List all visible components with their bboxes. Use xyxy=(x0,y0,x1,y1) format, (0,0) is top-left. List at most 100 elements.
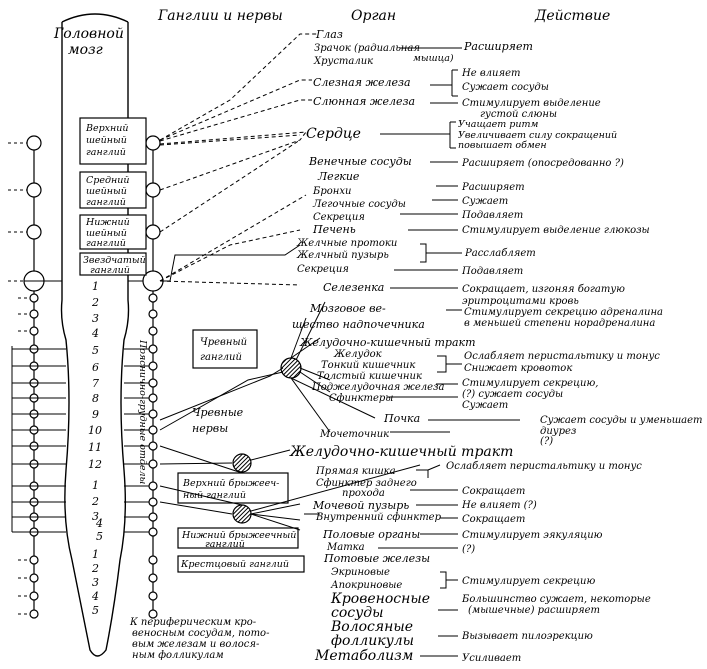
svg-text:ным фолликулам: ным фолликулам xyxy=(132,650,224,661)
celiac-ganglion-node xyxy=(280,357,302,379)
svg-text:12: 12 xyxy=(88,458,102,471)
lower-cervical-2: шейный xyxy=(86,228,127,239)
svg-text:(?): (?) xyxy=(540,436,553,447)
svg-text:Увеличивает силу сокращений: Увеличивает силу сокращений xyxy=(458,130,617,141)
svg-text:1: 1 xyxy=(92,479,99,492)
svg-text:Стимулирует эякуляцию: Стимулирует эякуляцию xyxy=(462,530,603,541)
svg-text:2: 2 xyxy=(91,562,99,575)
middle-cervical-3: ганглий xyxy=(86,197,126,208)
svg-text:Сокращает: Сокращает xyxy=(462,514,525,525)
svg-text:Стимулирует выделение глюкозы: Стимулирует выделение глюкозы xyxy=(462,225,650,236)
svg-text:Желудочно-кишечный тракт: Желудочно-кишечный тракт xyxy=(289,444,513,460)
svg-text:8: 8 xyxy=(92,392,99,405)
stellate-2: ганглий xyxy=(90,265,130,276)
svg-text:Венечные сосуды: Венечные сосуды xyxy=(308,155,412,168)
svg-text:Снижает кровоток: Снижает кровоток xyxy=(464,363,572,374)
svg-text:Сужает сосуды и уменьшает: Сужает сосуды и уменьшает xyxy=(540,415,703,426)
header-brain-2: мозг xyxy=(68,42,103,58)
svg-text:фолликулы: фолликулы xyxy=(331,633,414,649)
svg-text:11: 11 xyxy=(88,441,102,454)
svg-text:Ослабляет перистальтику и тону: Ослабляет перистальтику и тонус xyxy=(464,351,660,362)
svg-text:Печень: Печень xyxy=(312,223,356,236)
svg-text:Большинство сужает, некоторые: Большинство сужает, некоторые xyxy=(461,594,651,605)
svg-text:Мочеточник: Мочеточник xyxy=(319,429,389,440)
svg-text:4: 4 xyxy=(91,590,99,603)
svg-text:Не влияет (?): Не влияет (?) xyxy=(461,500,537,511)
lower-mesenteric-node xyxy=(232,504,252,524)
svg-text:мышца): мышца) xyxy=(413,53,454,64)
svg-text:Кровеносные: Кровеносные xyxy=(330,591,430,607)
svg-text:Сфинктер заднего: Сфинктер заднего xyxy=(316,478,417,489)
svg-text:(?) сужает сосуды: (?) сужает сосуды xyxy=(462,389,563,400)
svg-text:Расширяет: Расширяет xyxy=(463,40,533,53)
header-action: Действие xyxy=(534,8,610,24)
upper-mesenteric-1: Верхний брыжееч- xyxy=(182,478,279,489)
upper-mesenteric-node xyxy=(232,453,252,473)
svg-text:эритроцитами кровь: эритроцитами кровь xyxy=(462,296,579,307)
upper-cervical-1: Верхний xyxy=(85,123,129,134)
cervical-ganglion-boxes xyxy=(79,117,147,276)
svg-text:Легочные сосуды: Легочные сосуды xyxy=(312,199,406,210)
svg-text:Толстый кишечник: Толстый кишечник xyxy=(317,371,422,382)
svg-text:Расслабляет: Расслабляет xyxy=(464,248,536,259)
svg-text:Сокращает: Сокращает xyxy=(462,486,525,497)
svg-text:2: 2 xyxy=(91,495,99,508)
svg-text:Легкие: Легкие xyxy=(317,170,360,183)
lower-mesenteric-1: Нижний брыжеечный xyxy=(181,530,296,541)
celiac-nerves-2: нервы xyxy=(192,422,228,435)
left-branches xyxy=(8,142,30,615)
svg-text:повышает обмен: повышает обмен xyxy=(458,140,547,151)
svg-text:сосуды: сосуды xyxy=(331,605,384,621)
middle-cervical-1: Средний xyxy=(86,175,130,186)
action-connectors xyxy=(378,47,520,657)
svg-text:Сужает: Сужает xyxy=(462,400,508,411)
svg-text:Метаболизм: Метаболизм xyxy=(314,648,413,664)
svg-text:6: 6 xyxy=(92,361,99,374)
stellate-1: Звездчатый xyxy=(83,255,146,266)
svg-text:Учащает ритм: Учащает ритм xyxy=(458,119,538,130)
svg-text:Волосяные: Волосяные xyxy=(330,619,413,635)
svg-text:4: 4 xyxy=(95,517,103,530)
lower-cervical-1: Нижний xyxy=(85,217,130,228)
svg-text:Сокращает, изгоняя богатую: Сокращает, изгоняя богатую xyxy=(462,284,625,295)
organ-texts: Глаз Зрачок (радиальная мышца) Хрусталик… xyxy=(289,28,513,664)
svg-text:Половые органы: Половые органы xyxy=(322,528,420,541)
svg-text:Секреция: Секреция xyxy=(297,264,349,275)
header-organ: Орган xyxy=(351,8,396,24)
sacral-ganglion: Крестцовый ганглий xyxy=(180,559,289,570)
svg-text:Потовые железы: Потовые железы xyxy=(323,552,430,565)
lower-mesenteric-2: ганглий xyxy=(205,539,245,550)
svg-text:Расширяет: Расширяет xyxy=(461,182,525,193)
svg-text:Бронхи: Бронхи xyxy=(312,186,351,197)
svg-text:Мочевой пузырь: Мочевой пузырь xyxy=(312,499,409,512)
svg-text:щество надпочечника: щество надпочечника xyxy=(292,318,425,331)
svg-text:Внутренний сфинктер: Внутренний сфинктер xyxy=(315,512,442,523)
svg-text:Слюнная железа: Слюнная железа xyxy=(313,95,415,108)
svg-text:5: 5 xyxy=(96,530,103,543)
svg-text:Подавляет: Подавляет xyxy=(461,210,523,221)
svg-text:Стимулирует секрецию адреналин: Стимулирует секрецию адреналина xyxy=(464,307,663,318)
svg-text:Не влияет: Не влияет xyxy=(461,68,520,79)
svg-text:1: 1 xyxy=(92,280,99,293)
svg-text:9: 9 xyxy=(92,408,99,421)
svg-text:Апокриновые: Апокриновые xyxy=(330,580,402,591)
middle-cervical-2: шейный xyxy=(86,186,127,197)
sympathetic-chain xyxy=(23,135,164,619)
svg-text:веносным сосудам, пото-: веносным сосудам, пото- xyxy=(132,628,270,639)
svg-text:густой слюны: густой слюны xyxy=(480,109,557,120)
abdominal-ganglion-boxes xyxy=(177,329,305,573)
svg-text:(?): (?) xyxy=(462,544,475,555)
lower-cervical-3: ганглий xyxy=(86,238,126,249)
svg-text:Стимулирует выделение: Стимулирует выделение xyxy=(462,98,601,109)
svg-text:5: 5 xyxy=(92,344,99,357)
svg-text:Мозговое ве-: Мозговое ве- xyxy=(309,302,386,315)
svg-text:вым железам и волося-: вым железам и волося- xyxy=(132,639,260,650)
svg-text:3: 3 xyxy=(92,576,99,589)
lumbar-thoracic-label: Поясничнo-грудные отделы xyxy=(137,339,148,485)
svg-text:прохода: прохода xyxy=(342,488,385,499)
header-ganglia: Ганглии и нервы xyxy=(157,8,283,24)
svg-text:Хрусталик: Хрусталик xyxy=(313,56,373,67)
svg-text:Глаз: Глаз xyxy=(315,28,343,41)
svg-text:Прямая кишка: Прямая кишка xyxy=(315,466,396,477)
solid-connectors xyxy=(159,244,421,531)
